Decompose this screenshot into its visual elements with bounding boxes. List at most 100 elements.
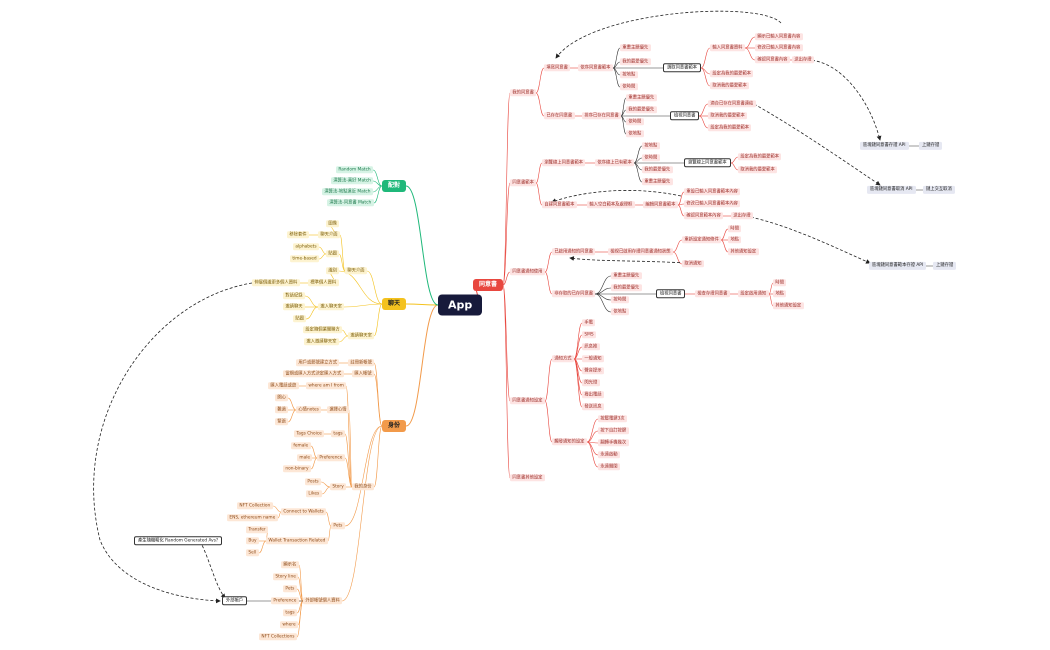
node-r-done-c1[interactable]: 重畫主題優先: [626, 94, 657, 102]
node-i-tx[interactable]: Wallet Transaction Related: [266, 537, 328, 545]
node-r-online-v1[interactable]: 設定為我的最愛範本: [738, 153, 782, 161]
node-m2[interactable]: 演算法-喜好 Match: [331, 177, 374, 185]
node-i-where[interactable]: where am I from: [306, 382, 347, 390]
node-r-view3[interactable]: 設定為我的最愛範本: [708, 124, 752, 132]
node-i-tags-c[interactable]: Tags Choice: [294, 430, 325, 438]
node-i-e1[interactable]: 顯示名: [281, 561, 299, 569]
node-r-m4[interactable]: 一般通知: [582, 355, 604, 363]
node-r-n2-v[interactable]: 檢視同意書: [656, 289, 686, 299]
node-r-view2[interactable]: 取消我的最愛範本: [708, 112, 748, 120]
node-r-pick[interactable]: 選取同意書範本: [663, 63, 702, 73]
node-r-n2-sub[interactable]: 設定啟用通知: [738, 290, 769, 298]
node-r-custom-c[interactable]: 輸入空白範本及處理框: [587, 201, 635, 209]
node-r-online-c4[interactable]: 重畫主題優先: [642, 178, 673, 186]
node-i-pets[interactable]: Pets: [331, 522, 345, 530]
node-i-mood3[interactable]: 緊張: [275, 418, 289, 426]
node-i-change-c[interactable]: 用戶或郵號建立方式: [296, 359, 340, 367]
node-r-online-v2[interactable]: 取消我的最愛範本: [738, 166, 778, 174]
node-r-t4[interactable]: 永遠啟動: [598, 451, 620, 459]
node-i-e5[interactable]: tags: [283, 609, 298, 617]
node-r-custom-e3[interactable]: 確認同意範本內容: [684, 212, 724, 220]
node-r-m7[interactable]: 撥出電話: [582, 391, 604, 399]
node-r-pick-set[interactable]: 設定為我的最愛範本: [710, 70, 754, 78]
node-r-m2[interactable]: SMS: [582, 331, 596, 339]
node-r-n2-c2[interactable]: 我的最愛優先: [611, 284, 642, 292]
node-r-custom[interactable]: 自建同意書範本: [542, 201, 577, 209]
node-r-t2[interactable]: 按下自訂按鍵: [598, 427, 629, 435]
node-b-chat[interactable]: 聊天: [382, 298, 407, 310]
node-r-custom-e[interactable]: 編輯同意書範本: [643, 201, 678, 209]
node-r-online-c3[interactable]: 我的最愛優先: [642, 166, 673, 174]
node-r-done-c3[interactable]: 依時間: [626, 118, 644, 126]
node-r-n1-cancel[interactable]: 取消通知: [682, 260, 704, 268]
node-r-pick-in[interactable]: 輸入同意書資料: [710, 44, 745, 52]
node-m4[interactable]: 演算法-同意書 Match: [327, 199, 374, 207]
node-i-wallet2[interactable]: ENS, ethereum name: [227, 514, 278, 522]
node-r-n1-s1[interactable]: 時間: [728, 225, 742, 233]
node-c-time[interactable]: time-based: [290, 255, 320, 263]
node-r-other[interactable]: 同意書其他設定: [510, 474, 545, 482]
node-i-tags[interactable]: tags: [331, 430, 346, 438]
node-i-e6[interactable]: where: [280, 621, 298, 629]
node-c-inv3[interactable]: 貼圖: [293, 315, 307, 323]
node-r-trig[interactable]: 觸發通知的設定: [552, 438, 587, 446]
node-r-t3[interactable]: 翻轉手機幾次: [598, 439, 629, 447]
node-api1-tag[interactable]: 上鏈存證: [919, 141, 943, 151]
node-r-m6[interactable]: 閃光燈: [582, 379, 600, 387]
node-r-tpl[interactable]: 同意書範本: [510, 179, 537, 187]
node-i-story[interactable]: Story: [330, 483, 347, 491]
node-i-pref[interactable]: Preference: [317, 454, 345, 462]
node-i-e3[interactable]: Pets: [283, 585, 297, 593]
node-i-tx2[interactable]: Buy: [246, 537, 259, 545]
node-r-mine[interactable]: 我的同意書: [510, 89, 537, 97]
node-r-t1[interactable]: 按壓電鍵3次: [598, 415, 627, 423]
node-r-n1-s3[interactable]: 其他通知設定: [728, 248, 759, 256]
node-r-fill-c2[interactable]: 我的最愛優先: [620, 58, 651, 66]
node-c-bind[interactable]: 邀請聊天室: [348, 332, 375, 340]
node-m3[interactable]: 演算法-地點遠近 Match: [322, 188, 373, 196]
node-i-story1[interactable]: Posts: [305, 478, 322, 486]
node-r-n2[interactable]: 非存取的已存同意書: [552, 290, 596, 298]
node-c-alpha[interactable]: alphabets: [293, 243, 319, 251]
node-r-done[interactable]: 已存在同意書: [544, 112, 575, 120]
node-r-n1[interactable]: 已啟用通知的同意書: [552, 248, 596, 256]
node-r-fill-c3[interactable]: 按地點: [620, 71, 638, 79]
node-r-method[interactable]: 通知方式: [552, 355, 574, 363]
node-r-online-v[interactable]: 瀏覽線上同意書範本: [684, 158, 731, 168]
node-r-online-c2[interactable]: 依時間: [642, 154, 660, 162]
node-r-n1-set[interactable]: 重新設定通知條件: [682, 236, 722, 244]
node-b-ride[interactable]: 同意書: [473, 279, 504, 291]
node-r-fill-c4[interactable]: 依時間: [620, 83, 638, 91]
node-r-n2-v-c[interactable]: 檢查存證同意書: [695, 290, 730, 298]
node-r-pick-in2[interactable]: 修改已輸入同意書內容: [755, 44, 803, 52]
node-i-mood-c[interactable]: 心情notes: [296, 406, 322, 414]
node-r-n1-s2[interactable]: 地點: [728, 236, 742, 244]
node-i-tx1[interactable]: Transfer: [246, 526, 269, 534]
node-r-t5[interactable]: 永遠關閉: [598, 463, 620, 471]
node-api2-tag[interactable]: 鏈上交互取消: [923, 185, 955, 195]
node-c-invite[interactable]: 邀入聊天室: [318, 303, 345, 311]
node-i-e7[interactable]: NFT Collections: [259, 633, 297, 641]
node-r-pick-in1[interactable]: 顯示已輸入同意書內容: [755, 33, 803, 41]
node-i-pref1[interactable]: female: [291, 442, 311, 450]
node-c-ui1a[interactable]: 圖像: [326, 220, 340, 228]
node-i-tx3[interactable]: Sell: [246, 549, 259, 557]
node-c-id-ext[interactable]: 伸展個識更多個人資料: [252, 279, 300, 287]
node-r-online-c1[interactable]: 按地點: [642, 142, 660, 150]
node-i-import-c[interactable]: 當期或匯入方式決定匯入方式: [283, 370, 344, 378]
node-r-fill[interactable]: 填寫同意書: [544, 64, 571, 72]
node-r-n2-s1[interactable]: 時間: [773, 279, 787, 287]
node-i-random[interactable]: 產生隨機暱化 Random Generated Avs?: [134, 536, 223, 546]
node-r-n2-c4[interactable]: 依地點: [611, 308, 629, 316]
node-r-n2-s3[interactable]: 其他通知設定: [773, 302, 804, 310]
node-i-import[interactable]: 匯入帳號: [352, 370, 374, 378]
node-r-send2[interactable]: 送出存證: [731, 212, 753, 220]
node-r-custom-e2[interactable]: 修改已輸入同意書範本內容: [684, 200, 741, 208]
node-i-story2[interactable]: Likes: [306, 490, 322, 498]
node-i-e2[interactable]: Story line: [273, 573, 299, 581]
node-c-bind1[interactable]: 設定隨個業關聯方: [303, 326, 343, 334]
node-i-pref2[interactable]: male: [297, 454, 313, 462]
node-i-wallet1[interactable]: NFT Collection: [237, 502, 273, 510]
node-i-mood2[interactable]: 難過: [275, 406, 289, 414]
node-r-view[interactable]: 檢視同意書: [670, 111, 700, 121]
